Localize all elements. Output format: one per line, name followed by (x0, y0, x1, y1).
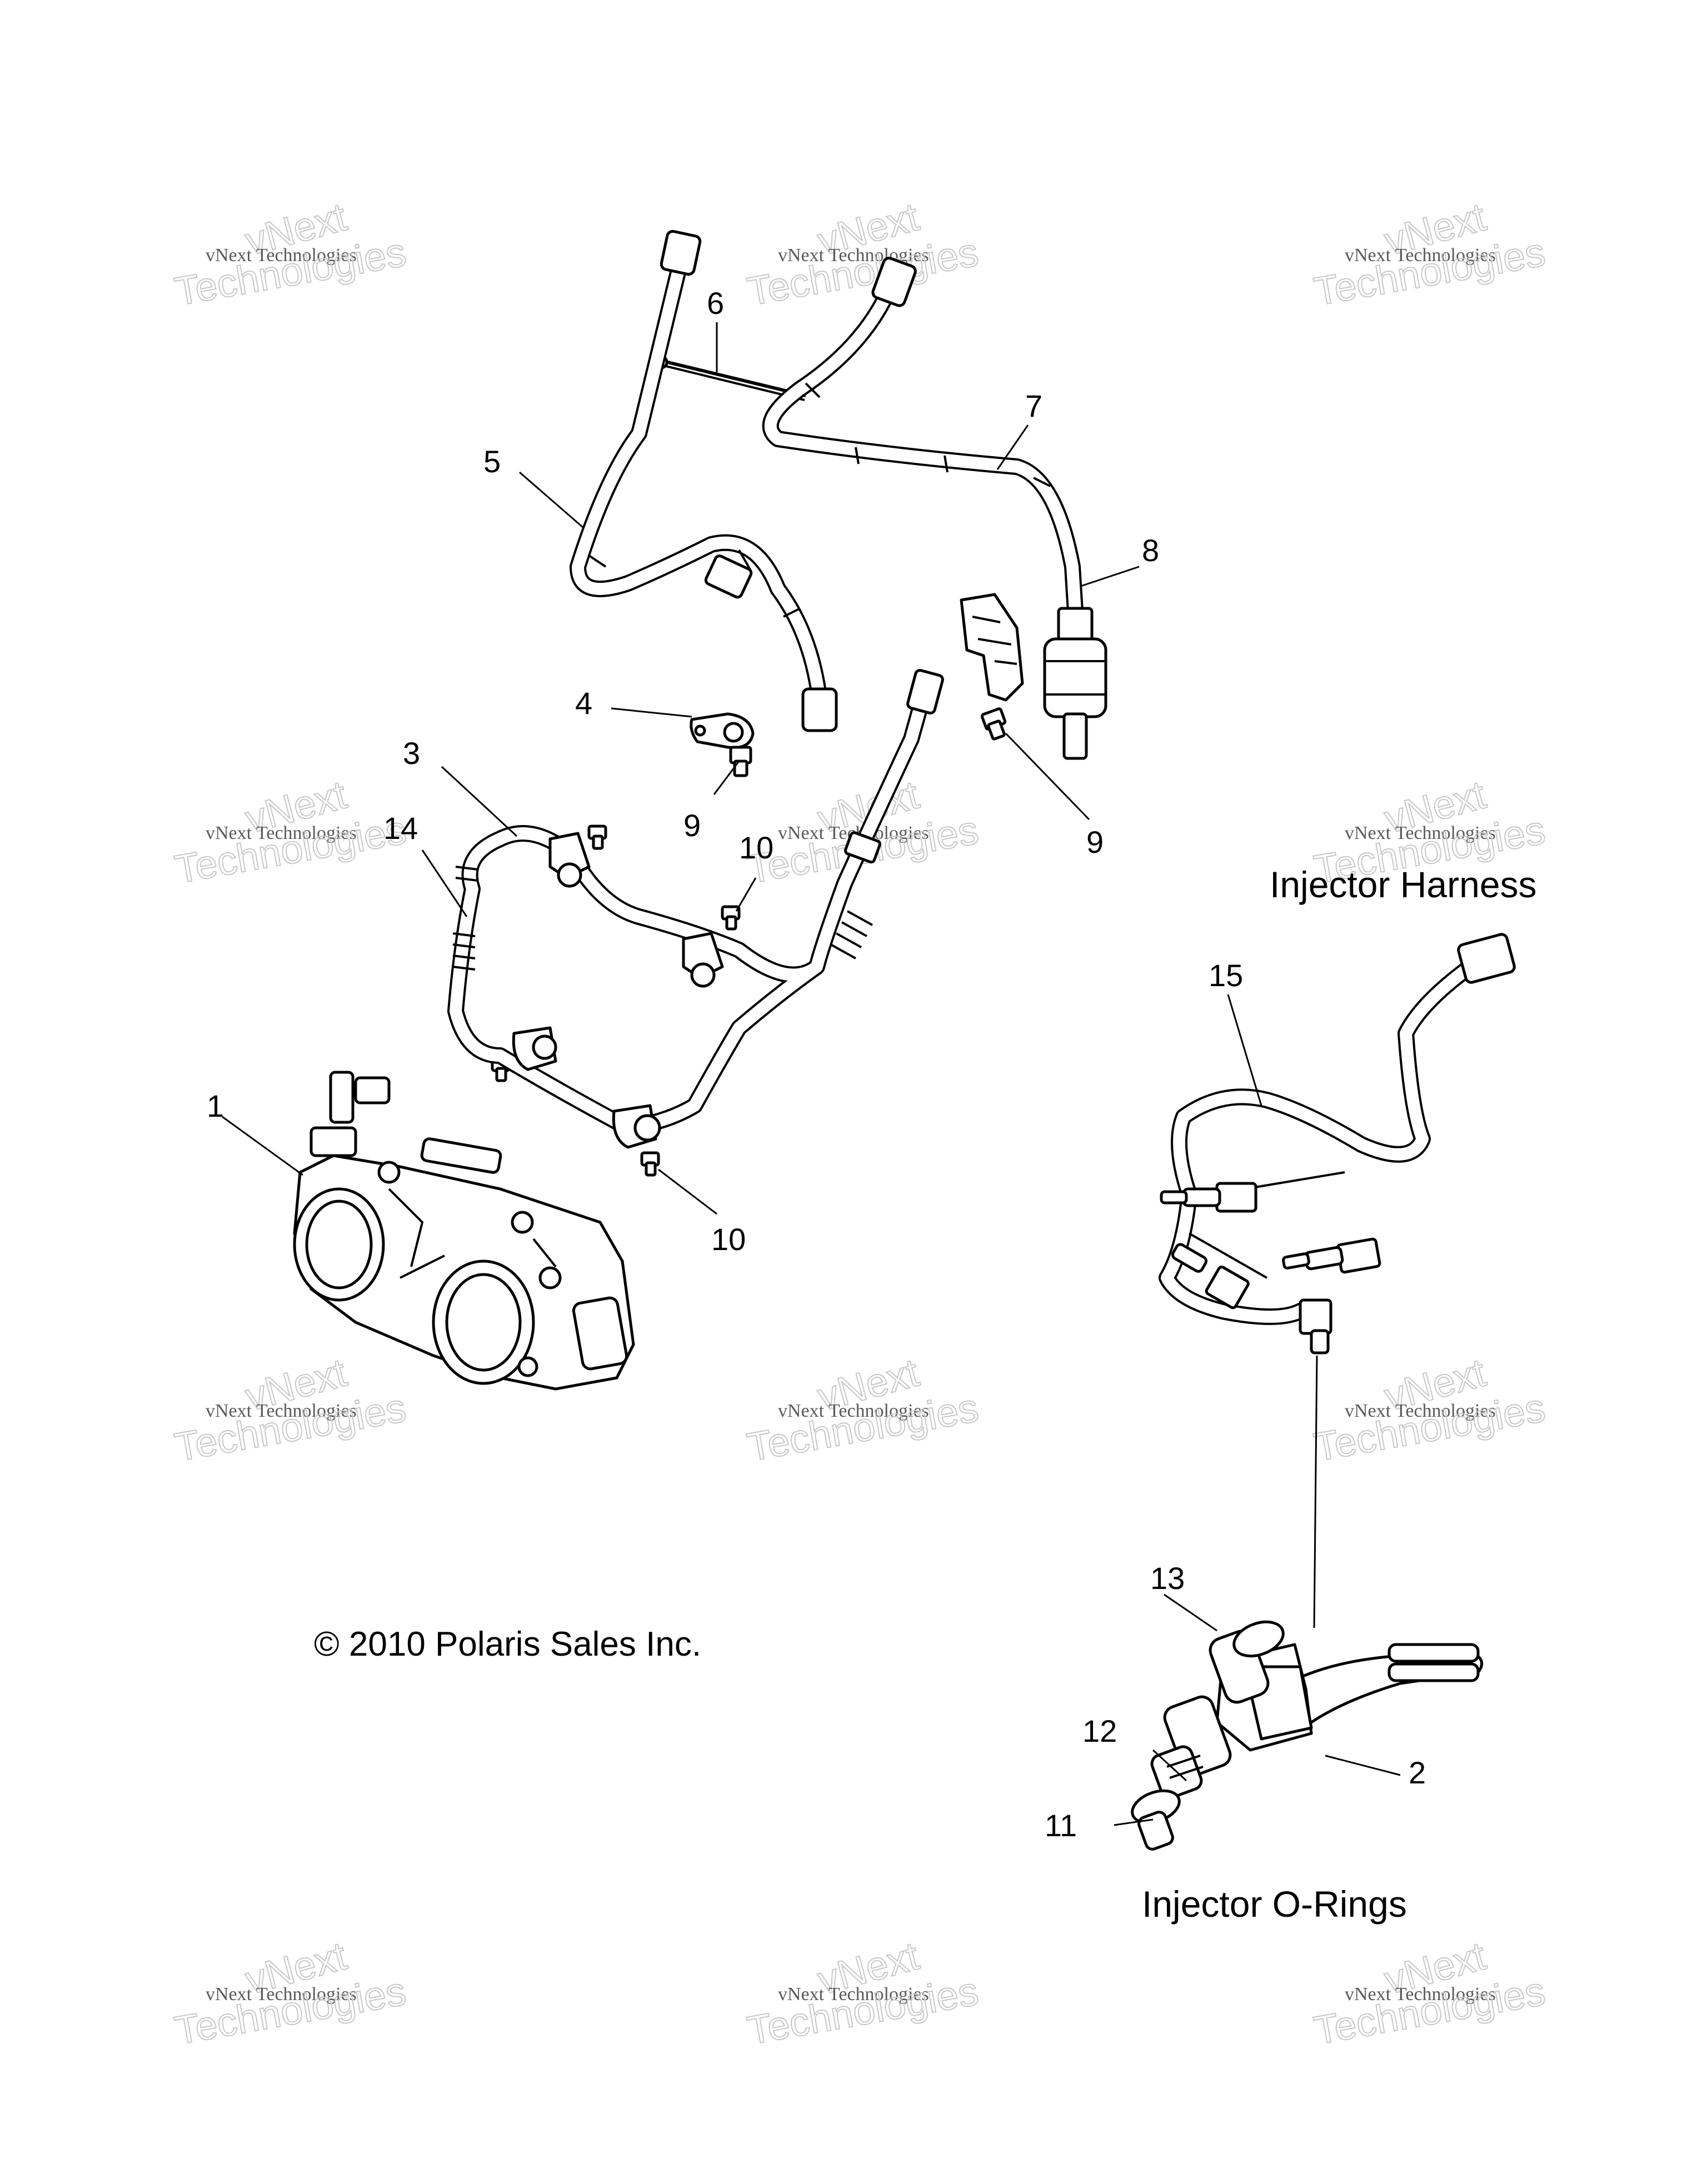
hose-clip (512, 1026, 557, 1071)
fuel-rail-hose-part-3 (447, 669, 944, 1149)
watermark-text: vNext Technologies (778, 1984, 929, 2005)
watermark: vNext vNext Technologies Technologies (171, 194, 410, 315)
bolt-10-lower (640, 1151, 660, 1177)
callout-2: 2 (1409, 1755, 1426, 1790)
callout-7: 7 (1025, 388, 1042, 423)
watermark: vNext vNext Technologies Technologies (171, 1933, 410, 2054)
bolt-9-right (980, 707, 1007, 741)
callout-numbers: 1 2 3 4 5 6 7 8 9 9 10 10 11 12 13 14 15 (207, 286, 1426, 1843)
callout-6: 6 (707, 286, 724, 321)
callout-9-right: 9 (1086, 824, 1104, 859)
callout-13: 13 (1150, 1561, 1185, 1596)
injector-connector (1160, 1182, 1257, 1213)
watermark-text: vNext Technologies (1345, 245, 1496, 266)
callout-10-upper: 10 (739, 830, 773, 865)
injector-orings-label: Injector O-Rings (1142, 1883, 1407, 1925)
bolt-9-left (729, 746, 752, 777)
hose-clip (548, 832, 591, 888)
watermark-text: vNext Technologies (206, 1401, 357, 1421)
fuel-hose-part-5 (570, 229, 838, 732)
injector-connector (1171, 1243, 1250, 1310)
callout-8: 8 (1142, 533, 1159, 568)
watermark-text: vNext Technologies (206, 823, 357, 843)
watermark: vNext vNext Technologies Technologies (1310, 1933, 1549, 2054)
watermark: vNext vNext Technologies Technologies (743, 1933, 982, 2054)
watermark-text: vNext Technologies (1345, 1401, 1496, 1421)
callout-11: 11 (1045, 1808, 1077, 1843)
callout-12: 12 (1082, 1713, 1117, 1748)
watermark: vNext vNext Technologies Technologies (171, 772, 410, 893)
throttle-body-part-1 (293, 1071, 635, 1391)
callout-15: 15 (1209, 958, 1243, 993)
injector-connector (1282, 1237, 1381, 1274)
watermark: vNext vNext Technologies Technologies (171, 1350, 410, 1471)
watermark: vNext vNext Technologies Technologies (743, 1350, 982, 1471)
callout-5: 5 (483, 444, 501, 479)
watermark: vNext vNext Technologies Technologies (1310, 194, 1549, 315)
fuel-injector-part-2 (1131, 1620, 1484, 1851)
watermark: vNext vNext Technologies Technologies (743, 194, 982, 315)
watermark-text: vNext Technologies (1345, 823, 1496, 843)
watermark-text: vNext Technologies (206, 1984, 357, 2005)
watermark: vNext vNext Technologies Technologies (1310, 1350, 1549, 1471)
bolt-misc-1 (587, 824, 607, 850)
callout-3: 3 (403, 736, 420, 771)
connection-line (1313, 1355, 1318, 1628)
copyright-notice: © 2010 Polaris Sales Inc. (314, 1625, 701, 1663)
watermark-text: vNext Technologies (1345, 1984, 1496, 2005)
watermark-text: vNext Technologies (778, 1401, 929, 1421)
fuel-filter-part-8 (960, 593, 1107, 760)
callout-1: 1 (207, 1088, 224, 1123)
callout-4: 4 (575, 686, 592, 721)
callout-9-left: 9 (683, 808, 701, 843)
watermark-text: vNext Technologies (206, 245, 357, 266)
fuel-hose-part-7 (762, 257, 1084, 619)
injector-harness-part-15 (1159, 933, 1516, 1355)
leader-lines (222, 322, 1401, 1826)
hose-clip (612, 1104, 661, 1149)
callout-10-lower: 10 (711, 1222, 746, 1257)
hose-clamp-part-4 (690, 712, 755, 749)
hose-clip (682, 932, 724, 988)
bolts (491, 707, 1007, 1177)
callout-14: 14 (383, 811, 418, 846)
injector-harness-label: Injector Harness (1270, 864, 1537, 905)
injector-connector (1299, 1298, 1332, 1355)
bolt-10-upper (721, 905, 741, 931)
